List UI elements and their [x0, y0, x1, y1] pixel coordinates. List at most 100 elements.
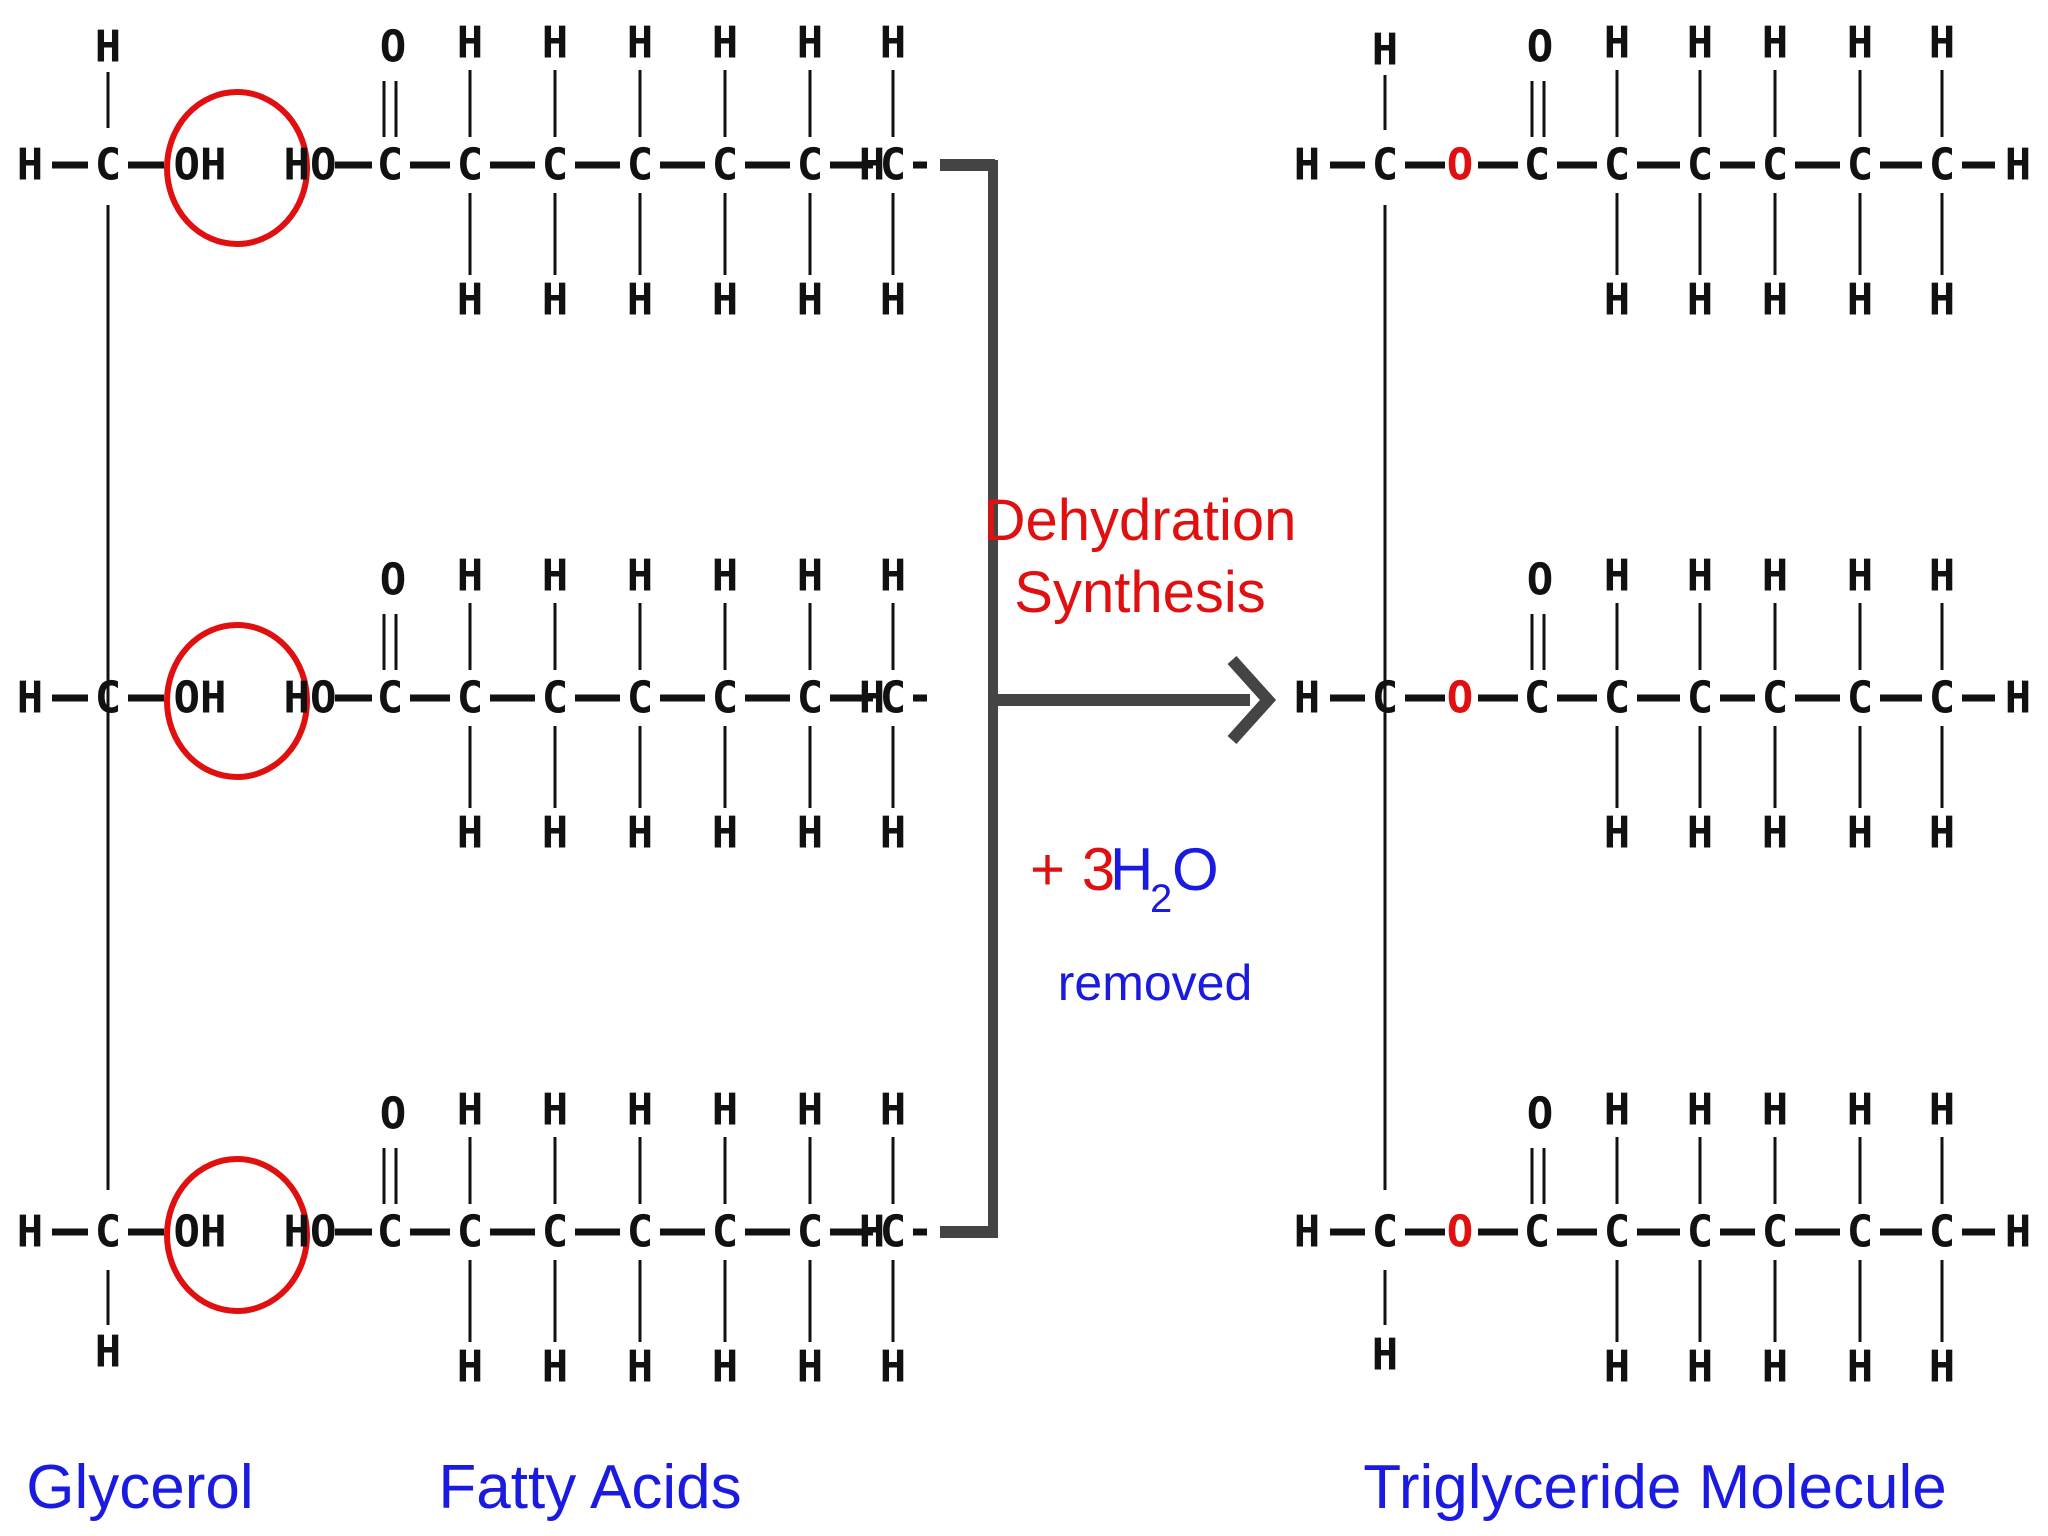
- chain-carbon: C: [457, 673, 484, 724]
- chain-bottom-hydrogen: H: [457, 808, 484, 859]
- triglyceride-chain-carbon: C: [1687, 1207, 1714, 1258]
- glycerol-hydroxyl: OH: [174, 1207, 227, 1258]
- water-oxygen: O: [1172, 836, 1219, 903]
- triglyceride-chain-bottom-hydrogen: H: [1687, 1342, 1714, 1393]
- chain-bottom-hydrogen: H: [627, 808, 654, 859]
- triglyceride-chain-carbon: C: [1762, 1207, 1789, 1258]
- triglyceride-chain-bottom-hydrogen: H: [1762, 275, 1789, 326]
- triglyceride-chain-carbon: C: [1847, 140, 1874, 191]
- chain-carbon: C: [797, 673, 824, 724]
- chain-carbon: C: [880, 140, 907, 191]
- carbonyl-oxygen: O: [380, 555, 407, 606]
- chain-carbon: C: [627, 673, 654, 724]
- triglyceride-glycerol-carbon: C: [1372, 673, 1399, 724]
- triglyceride-chain-top-hydrogen: H: [1847, 551, 1874, 602]
- triglyceride-chain-carbon: C: [1847, 1207, 1874, 1258]
- triglyceride-chain-top-hydrogen: H: [1687, 18, 1714, 69]
- terminal-hydrogen: H: [859, 140, 886, 191]
- glycerol-carbon: C: [95, 1207, 122, 1258]
- chain-carbon: C: [542, 140, 569, 191]
- chain-carbon: C: [627, 1207, 654, 1258]
- triglyceride-chain-bottom-hydrogen: H: [1847, 1342, 1874, 1393]
- carbonyl-carbon: C: [377, 673, 404, 724]
- ester-oxygen: O: [1447, 673, 1474, 724]
- triglyceride-chain-bottom-hydrogen: H: [1604, 808, 1631, 859]
- chain-bottom-hydrogen: H: [627, 1342, 654, 1393]
- triglyceride-chain-bottom-hydrogen: H: [1762, 1342, 1789, 1393]
- chain-top-hydrogen: H: [542, 18, 569, 69]
- glycerol-left-hydrogen: H: [17, 673, 44, 724]
- triglyceride-terminal-hydrogen: H: [2005, 673, 2032, 724]
- water-subscript: 2: [1150, 877, 1172, 921]
- triglyceride-left-hydrogen: H: [1294, 1207, 1321, 1258]
- glycerol-carbon: C: [95, 673, 122, 724]
- chain-top-hydrogen: H: [712, 1085, 739, 1136]
- chain-top-hydrogen: H: [457, 18, 484, 69]
- chain-carbon: C: [712, 673, 739, 724]
- chain-top-hydrogen: H: [712, 18, 739, 69]
- chain-top-hydrogen: H: [880, 551, 907, 602]
- chain-top-hydrogen: H: [712, 551, 739, 602]
- triglyceride-chain-carbon: C: [1687, 673, 1714, 724]
- glycerol-left-hydrogen: H: [17, 140, 44, 191]
- triglyceride-chain-top-hydrogen: H: [1929, 551, 1956, 602]
- fatty-acid-hydroxyl: HO: [284, 1207, 337, 1258]
- triglyceride-chain-top-hydrogen: H: [1929, 1085, 1956, 1136]
- triglyceride-chain-top-hydrogen: H: [1762, 1085, 1789, 1136]
- hydroxyl-highlight-circle: [164, 89, 310, 247]
- water-removed-label: removed: [1058, 955, 1253, 1011]
- triglyceride-chain-top-hydrogen: H: [1604, 1085, 1631, 1136]
- chain-bottom-hydrogen: H: [457, 275, 484, 326]
- ester-oxygen: O: [1447, 140, 1474, 191]
- chain-carbon: C: [457, 140, 484, 191]
- triglyceride-chain-carbon: C: [1929, 140, 1956, 191]
- chain-top-hydrogen: H: [627, 1085, 654, 1136]
- carbonyl-carbon: C: [377, 140, 404, 191]
- triglyceride-carbonyl-oxygen: O: [1527, 22, 1554, 73]
- triglyceride-left-hydrogen: H: [1294, 673, 1321, 724]
- chain-bottom-hydrogen: H: [712, 275, 739, 326]
- glycerol-hydroxyl: OH: [174, 140, 227, 191]
- triglyceride-glycerol-carbon: C: [1372, 140, 1399, 191]
- chain-bottom-hydrogen: H: [457, 1342, 484, 1393]
- glycerol-top-hydrogen: H: [95, 22, 122, 73]
- carbonyl-carbon: C: [377, 1207, 404, 1258]
- water-hydrogen: H: [1110, 836, 1153, 903]
- triglyceride-carbonyl-carbon: C: [1524, 1207, 1551, 1258]
- triglyceride-chain-carbon: C: [1604, 673, 1631, 724]
- triglyceride-chain-top-hydrogen: H: [1929, 18, 1956, 69]
- triglyceride-bottom-hydrogen: H: [1372, 1330, 1399, 1381]
- chain-bottom-hydrogen: H: [880, 808, 907, 859]
- hydroxyl-highlight-circle: [164, 1156, 310, 1314]
- triglyceride-chain-bottom-hydrogen: H: [1687, 808, 1714, 859]
- chain-bottom-hydrogen: H: [797, 275, 824, 326]
- chain-top-hydrogen: H: [627, 18, 654, 69]
- chain-top-hydrogen: H: [880, 1085, 907, 1136]
- chain-bottom-hydrogen: H: [880, 1342, 907, 1393]
- chain-top-hydrogen: H: [542, 1085, 569, 1136]
- glycerol-left-hydrogen: H: [17, 1207, 44, 1258]
- triglyceride-left-hydrogen: H: [1294, 140, 1321, 191]
- chain-carbon: C: [880, 673, 907, 724]
- chain-bottom-hydrogen: H: [712, 808, 739, 859]
- chain-bottom-hydrogen: H: [542, 275, 569, 326]
- triglyceride-chain-carbon: C: [1762, 673, 1789, 724]
- triglyceride-chain-bottom-hydrogen: H: [1604, 275, 1631, 326]
- fatty-acid-hydroxyl: HO: [284, 140, 337, 191]
- triglyceride-chain-bottom-hydrogen: H: [1604, 1342, 1631, 1393]
- triglyceride-carbonyl-oxygen: O: [1527, 555, 1554, 606]
- chain-carbon: C: [712, 1207, 739, 1258]
- triglyceride-caption: Triglyceride Molecule: [1363, 1453, 1946, 1522]
- chain-bottom-hydrogen: H: [542, 1342, 569, 1393]
- reaction-title-line2: Synthesis: [1014, 560, 1265, 625]
- terminal-hydrogen: H: [859, 1207, 886, 1258]
- chain-carbon: C: [797, 1207, 824, 1258]
- terminal-hydrogen: H: [859, 673, 886, 724]
- triglyceride-chain-top-hydrogen: H: [1687, 1085, 1714, 1136]
- chain-bottom-hydrogen: H: [880, 275, 907, 326]
- hydroxyl-highlight-circle: [164, 622, 310, 780]
- triglyceride-glycerol-carbon: C: [1372, 1207, 1399, 1258]
- fatty-acid-hydroxyl: HO: [284, 673, 337, 724]
- chain-carbon: C: [542, 673, 569, 724]
- chain-bottom-hydrogen: H: [797, 808, 824, 859]
